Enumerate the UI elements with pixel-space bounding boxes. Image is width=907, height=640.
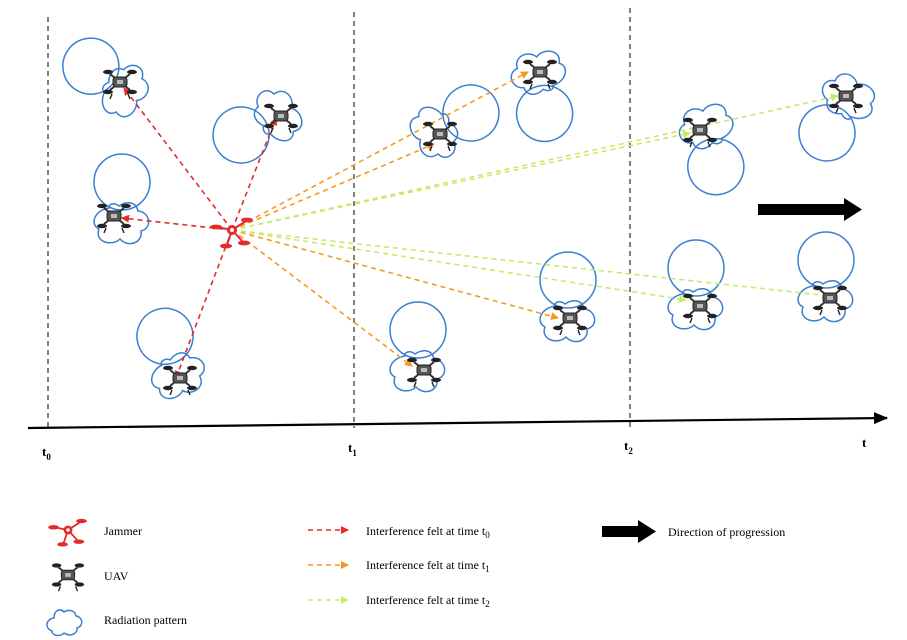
link-t1 <box>231 143 435 231</box>
progression-arrow <box>758 198 862 221</box>
radiation-pattern-icon <box>402 74 510 169</box>
legend-t0-label: Interference felt at time t0 <box>366 524 490 540</box>
link-t0 <box>123 87 233 231</box>
link-t2 <box>231 130 691 231</box>
radiation-pattern-icon <box>51 26 159 126</box>
link-t1 <box>231 229 413 367</box>
legend-radiation-pattern-icon <box>46 609 83 637</box>
uav-icon <box>812 284 848 316</box>
legend-t2-label: Interference felt at time t2 <box>366 593 490 609</box>
uav-icon <box>828 82 864 114</box>
link-t1 <box>231 71 529 231</box>
link-t2 <box>231 229 831 300</box>
legend-direction-label: Direction of progression <box>668 525 785 539</box>
legend-t1-label: Interference felt at time t1 <box>366 558 490 574</box>
time-marker-t1: t1 <box>348 440 357 458</box>
uav-icon <box>682 292 718 324</box>
radiation-pattern-icon <box>93 153 151 245</box>
legend-uav-label: UAV <box>104 569 129 583</box>
time-axis-label: t <box>862 435 867 450</box>
interference-links-t1 <box>231 71 559 367</box>
uav-icon <box>102 68 138 100</box>
legend-jammer-icon <box>47 517 88 548</box>
link-t2 <box>231 93 839 231</box>
link-t0 <box>231 117 278 231</box>
uav-icon <box>422 120 458 152</box>
radiation-pattern-icon <box>788 64 883 172</box>
jammer-icon <box>209 216 254 250</box>
radiation-patterns <box>51 26 883 405</box>
legend-direction-arrow-icon <box>602 520 656 543</box>
time-marker-t0: t0 <box>42 444 51 462</box>
legend: Jammer UAV Radiation pattern Interferenc… <box>46 517 785 637</box>
radiation-pattern-icon <box>672 99 751 202</box>
uav-icon <box>162 364 198 396</box>
uav-icon <box>406 356 442 388</box>
link-t1 <box>231 229 559 321</box>
radiation-pattern-icon <box>505 47 578 147</box>
time-separators <box>47 8 631 428</box>
link-t2 <box>231 229 687 303</box>
uav-icon <box>522 58 558 90</box>
interference-links-t2 <box>231 93 839 303</box>
time-marker-t2: t2 <box>624 438 633 456</box>
legend-jammer-label: Jammer <box>104 524 142 538</box>
uav-icon <box>552 304 588 336</box>
legend-radiation-label: Radiation pattern <box>104 613 187 627</box>
time-axis <box>27 412 888 430</box>
legend-uav-icon <box>50 562 86 593</box>
